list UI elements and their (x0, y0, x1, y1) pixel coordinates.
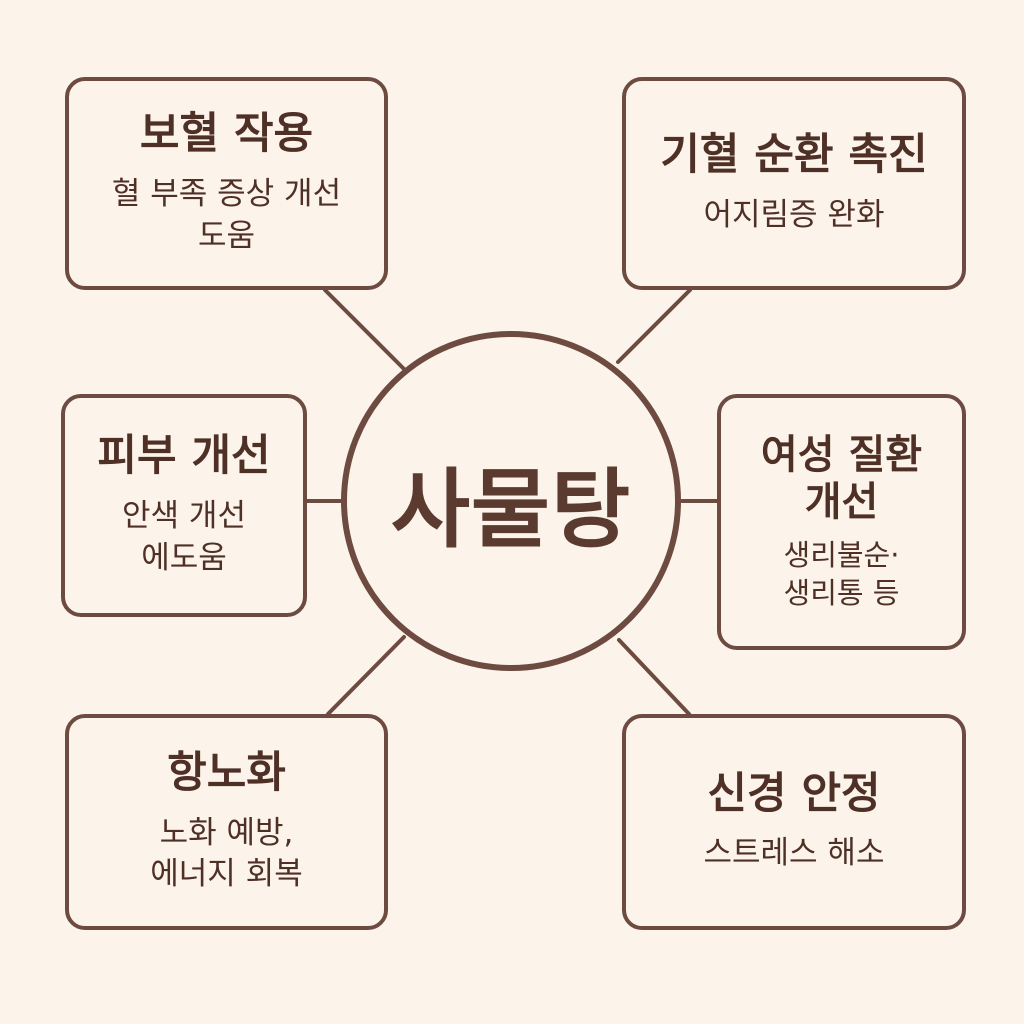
benefit-description-women-health: 생리불순· 생리통 등 (783, 537, 900, 611)
benefit-title-skin: 피부 개선 (97, 431, 271, 482)
benefit-box-anti-aging: 항노화 노화 예방, 에너지 회복 (65, 714, 388, 930)
central-concept-circle: 사물탕 (341, 331, 681, 671)
benefit-description-skin: 안색 개선 에도움 (122, 498, 246, 576)
benefit-title-blood-tonic: 보혈 작용 (139, 109, 314, 160)
benefit-box-blood-tonic: 보혈 작용 혈 부족 증상 개선 도움 (65, 77, 388, 290)
connector-top-right (616, 288, 692, 364)
central-concept-title: 사물탕 (390, 459, 632, 560)
benefit-title-circulation: 기혈 순환 촉진 (660, 130, 928, 181)
benefit-title-women-health: 여성 질환 개선 (760, 431, 923, 525)
benefit-title-nerve: 신경 안정 (707, 768, 881, 819)
benefit-description-anti-aging: 노화 예방, 에너지 회복 (150, 814, 303, 893)
benefit-description-circulation: 어지림증 완화 (703, 196, 885, 233)
benefit-description-nerve: 스트레스 해소 (703, 835, 885, 872)
benefit-box-skin: 피부 개선 안색 개선 에도움 (61, 394, 307, 617)
benefit-box-circulation: 기혈 순환 촉진 어지림증 완화 (622, 77, 966, 290)
benefit-box-women-health: 여성 질환 개선 생리불순· 생리통 등 (717, 394, 966, 650)
connector-bottom-left (326, 635, 406, 716)
benefit-title-anti-aging: 항노화 (167, 747, 286, 798)
benefit-box-nerve: 신경 안정 스트레스 해소 (622, 714, 966, 930)
benefit-description-blood-tonic: 혈 부족 증상 개선 도움 (111, 176, 342, 254)
connector-bottom-right (617, 638, 691, 716)
connector-top-left (323, 288, 406, 371)
